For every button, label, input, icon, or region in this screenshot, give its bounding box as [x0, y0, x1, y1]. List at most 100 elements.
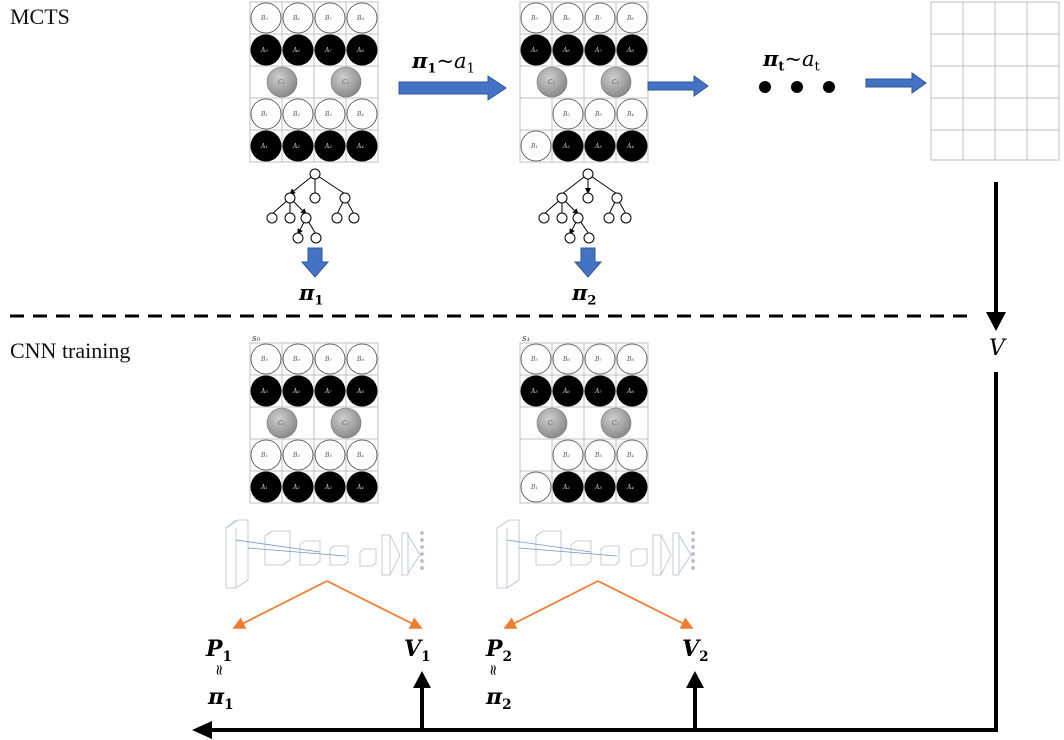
piece-label: B₈ [626, 15, 634, 22]
board-cnn-s0-piece-labels: B₅ B₆ B₇ B₈ A₅ A₆ A₇ A₈ C₁ C₂ B₁ B₂ B₃ B… [260, 356, 364, 491]
piece-label: C₁ [548, 420, 555, 427]
policy-label-pi2: π2 [572, 280, 597, 309]
cnn-policy-P1: P1 [206, 636, 233, 665]
piece-label: B₇ [324, 15, 332, 22]
piece-label: A₂ [292, 484, 300, 491]
move-arrow-1 [398, 75, 507, 101]
board-mcts-2-piece-labels: B₅ B₆ B₇ B₈ A₅ A₆ A₇ A₈ C₁ C₂ B₂ B₃ B₄ B… [530, 15, 634, 150]
board-cnn-s1-piece-labels: B₅ B₆ B₇ B₈ A₅ A₆ A₇ A₈ C₁ C₂ B₂ B₃ B₄ B… [530, 356, 634, 491]
piece-label: B₈ [356, 356, 364, 363]
piece-label: C₂ [612, 79, 620, 86]
piece-label: B₃ [324, 111, 332, 118]
piece-label: A₅ [530, 388, 538, 395]
piece-label: B₅ [530, 356, 538, 363]
piece-label: A₈ [626, 47, 634, 54]
piece-label: A₇ [324, 388, 332, 395]
cnn-output-arrows-2 [503, 580, 694, 629]
piece-label: B₁ [260, 452, 268, 459]
policy-arrow-2 [573, 247, 603, 278]
piece-label: A₆ [292, 47, 300, 54]
piece-label: B₇ [324, 356, 332, 363]
board-cnn-s1 [519, 342, 649, 504]
board-cnn-s0 [249, 342, 379, 504]
value-arrow-2 [686, 671, 704, 688]
piece-label: B₃ [594, 111, 602, 118]
piece-label: B₁ [260, 111, 268, 118]
piece-label: B₆ [562, 356, 570, 363]
piece-label: A₁ [260, 484, 268, 491]
piece-label: A₂ [562, 143, 570, 150]
cnn-output-arrows-1 [232, 580, 423, 629]
piece-label: A₄ [626, 143, 634, 150]
cnn-value-V2: V2 [682, 636, 709, 665]
target-pi2: π2 [486, 684, 512, 713]
cnn-policy-P2: P2 [486, 636, 513, 665]
piece-label: A₃ [324, 143, 332, 150]
value-feedback-line [206, 372, 998, 732]
piece-label: C₂ [342, 79, 350, 86]
move-label-pit-at: πt~at [763, 46, 820, 75]
board-mcts-2 [519, 1, 649, 163]
piece-label: A₄ [626, 484, 634, 491]
piece-label: B₅ [260, 356, 268, 363]
board-final-empty [930, 1, 1060, 161]
piece-label: B₅ [260, 15, 268, 22]
piece-label: A₈ [356, 388, 364, 395]
cnn-training-label: CNN training [10, 338, 131, 363]
piece-label: B₆ [292, 15, 300, 22]
piece-label: A₃ [594, 484, 602, 491]
piece-label: B₃ [594, 452, 602, 459]
value-arrow-1 [413, 671, 431, 688]
ellipsis-dots [759, 81, 835, 93]
state-label-s1: s₁ [522, 334, 530, 344]
piece-label: A₆ [562, 47, 570, 54]
piece-label: B₁ [530, 484, 538, 491]
piece-label: B₈ [626, 356, 634, 363]
piece-label: A₄ [356, 484, 364, 491]
piece-label: C₂ [612, 420, 620, 427]
piece-label: A₆ [292, 388, 300, 395]
piece-label: A₃ [324, 484, 332, 491]
target-pi1: π1 [208, 684, 234, 713]
piece-label: A₂ [292, 143, 300, 150]
piece-label: A₇ [594, 47, 602, 54]
approx-symbol-2: ≈ [484, 663, 503, 677]
piece-label: B₄ [626, 452, 634, 459]
board-mcts-1 [249, 1, 379, 163]
piece-label: C₁ [278, 420, 285, 427]
piece-label: B₆ [562, 15, 570, 22]
move-label-pi1-a1: π1~a1 [412, 48, 475, 77]
piece-label: C₁ [548, 79, 555, 86]
approx-symbol-1: ≈ [210, 663, 229, 677]
piece-label: B₂ [562, 452, 570, 459]
piece-label: B₃ [324, 452, 332, 459]
outcome-value-V: V [989, 336, 1005, 361]
piece-label: B₄ [356, 452, 364, 459]
piece-label: A₅ [530, 47, 538, 54]
piece-label: B₅ [530, 15, 538, 22]
piece-label: C₂ [342, 420, 350, 427]
board-mcts-1-piece-labels: B₅ B₆ B₇ B₈ A₅ A₆ A₇ A₈ C₁ C₂ B₁ B₂ B₃ B… [260, 15, 364, 150]
search-tree-2 [538, 168, 632, 244]
piece-label: A₁ [260, 143, 268, 150]
piece-label: A₈ [356, 47, 364, 54]
state-label-s0: s₀ [252, 334, 261, 344]
piece-label: A₂ [562, 484, 570, 491]
piece-label: B₄ [626, 111, 634, 118]
piece-label: B₂ [562, 111, 570, 118]
piece-label: A₆ [562, 388, 570, 395]
move-arrow-3 [865, 72, 927, 94]
cnn-value-V1: V1 [404, 636, 431, 665]
policy-label-pi1: π1 [299, 280, 324, 309]
piece-label: A₈ [626, 388, 634, 395]
piece-label: B₇ [594, 15, 602, 22]
cnn-architecture-2 [496, 519, 695, 589]
piece-label: A₃ [594, 143, 602, 150]
piece-label: A₇ [594, 388, 602, 395]
piece-label: B₄ [356, 111, 364, 118]
piece-label: A₅ [260, 47, 268, 54]
piece-label: B₆ [292, 356, 300, 363]
piece-label: B₂ [292, 452, 300, 459]
mcts-label: MCTS [10, 4, 70, 29]
